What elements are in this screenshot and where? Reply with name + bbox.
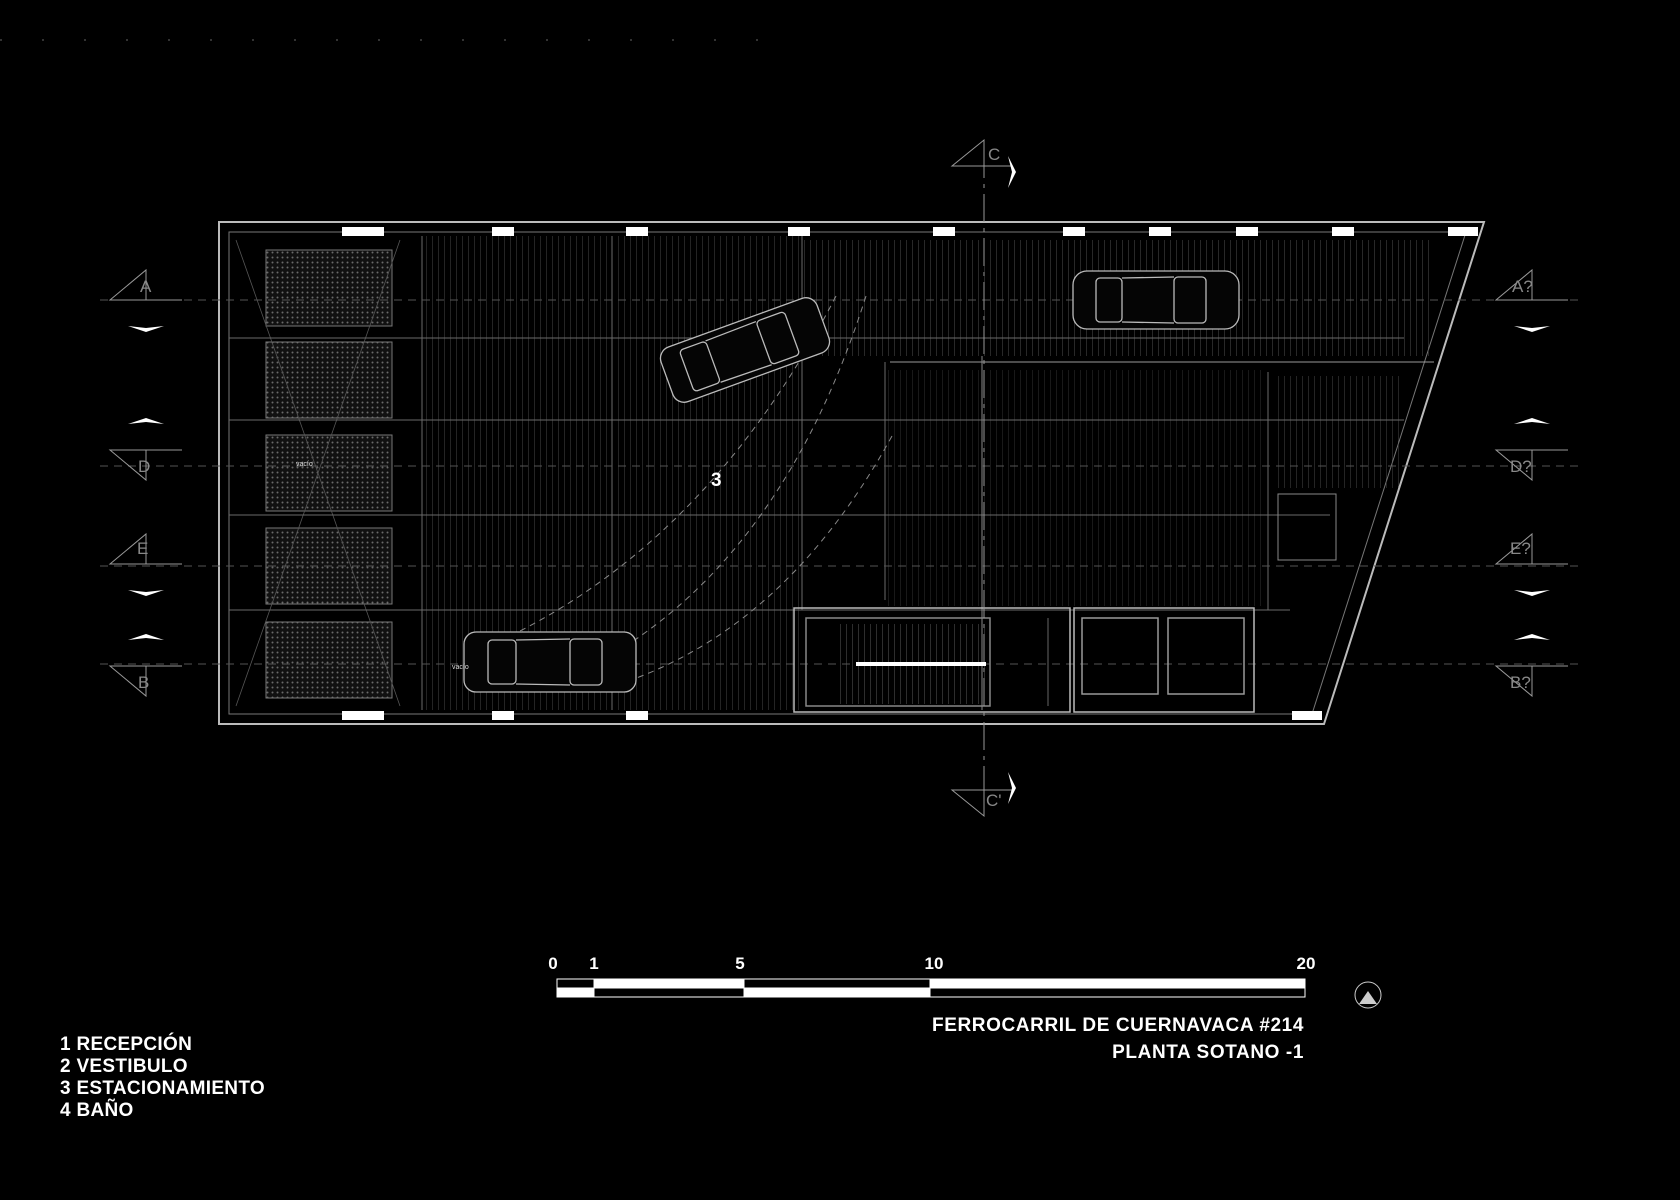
void-label: vacío xyxy=(296,461,313,468)
section-mark-left-a: A xyxy=(140,277,152,296)
legend-item: 2 VESTIBULO xyxy=(60,1056,188,1077)
section-arrow xyxy=(1008,156,1016,804)
right-stair xyxy=(1277,493,1337,561)
window-openings xyxy=(342,227,1478,720)
scale-bar xyxy=(556,978,1306,998)
car-top xyxy=(463,270,1240,693)
space-number-3: 3 xyxy=(711,470,722,491)
section-mark-left-e: E xyxy=(137,539,148,558)
section-mark-left-1 xyxy=(108,418,182,482)
scale-label-20: 20 xyxy=(1296,954,1316,973)
room-legend: 1 RECEPCIÓN 2 VESTIBULO 3 ESTACIONAMIENT… xyxy=(60,1034,265,1122)
section-mark-right-2 xyxy=(1494,532,1568,596)
section-mark-bottom-c: C' xyxy=(986,791,1002,810)
section-mark-right-e: E? xyxy=(1510,539,1531,558)
section-mark-left-d: D xyxy=(138,457,150,476)
void-label: vacío xyxy=(452,664,469,671)
legend-item: 1 RECEPCIÓN xyxy=(60,1034,193,1055)
section-mark-top-c: C xyxy=(988,145,1000,164)
section-mark-right-1 xyxy=(1494,418,1568,482)
section-mark-left-2 xyxy=(108,532,182,596)
section-mark-right-0 xyxy=(1494,268,1568,332)
title-block: FERROCARRIL DE CUERNAVACA #214 PLANTA SO… xyxy=(932,1012,1304,1066)
dashed-grid xyxy=(100,299,1580,665)
bay-diagonals xyxy=(235,239,401,707)
legend-item: 4 BAÑO xyxy=(60,1100,134,1121)
scale-label-1: 1 xyxy=(589,954,599,973)
stair-core xyxy=(793,607,1255,713)
north-arrow-icon xyxy=(1354,981,1382,1009)
ramp-curves xyxy=(469,295,893,691)
scale-label-0: 0 xyxy=(548,954,558,973)
left-section-marks xyxy=(108,268,182,698)
section-mark-right-d: D? xyxy=(1510,457,1532,476)
section-mark-left-3 xyxy=(108,634,182,698)
right-section-marks xyxy=(1494,268,1568,698)
stair-treads xyxy=(838,618,1049,706)
legend-item: 3 ESTACIONAMIENTO xyxy=(60,1078,265,1099)
scale-label-5: 5 xyxy=(735,954,745,973)
section-mark-left-b: B xyxy=(138,673,149,692)
scale-label-10: 10 xyxy=(924,954,944,973)
section-mark-right-3 xyxy=(1494,634,1568,698)
section-mark-left-0 xyxy=(108,268,182,332)
drawing-title: PLANTA SOTANO -1 xyxy=(1112,1042,1304,1063)
section-mark-right-a: A? xyxy=(1512,277,1533,296)
section-line-c xyxy=(950,138,1012,818)
project-title: FERROCARRIL DE CUERNAVACA #214 xyxy=(931,1015,1304,1036)
section-mark-right-b: B? xyxy=(1510,673,1531,692)
